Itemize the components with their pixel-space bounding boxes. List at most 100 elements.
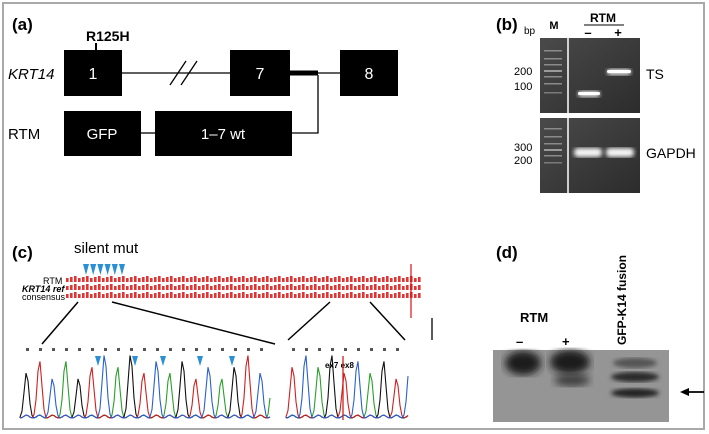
sequence-glyph (370, 285, 373, 290)
sequence-glyph (134, 276, 137, 282)
sequence-glyph (170, 284, 173, 290)
sequence-glyph (222, 286, 225, 290)
bp-label: bp (524, 26, 536, 37)
rtm-label: RTM (8, 126, 40, 143)
sequence-glyph (210, 286, 213, 290)
sequence-glyph (194, 292, 197, 298)
sequence-glyph (230, 284, 233, 290)
sequence-glyph (178, 277, 181, 282)
sequence-glyph (350, 292, 353, 298)
sequence-glyph (366, 286, 369, 290)
sequence-glyph (102, 286, 105, 290)
sequence-glyph (106, 285, 109, 290)
mut-marker-icon (197, 356, 203, 366)
sequence-glyph (334, 277, 337, 282)
mut-marker-icon (229, 356, 235, 366)
sequence-glyph (362, 284, 365, 290)
sequence-glyph (86, 284, 89, 290)
sequence-glyph (118, 293, 121, 298)
sequence-glyph (198, 286, 201, 290)
sequence-glyph (130, 277, 133, 282)
base-call-glyph (383, 348, 386, 351)
sequence-glyph (230, 292, 233, 298)
sequence-glyph (298, 293, 301, 298)
exon-8-box (340, 50, 398, 96)
base-call-glyph (156, 348, 159, 351)
sequence-glyph (406, 293, 409, 298)
sequence-glyph (318, 286, 321, 290)
sequence-glyph (166, 277, 169, 282)
sequence-glyph (310, 293, 313, 298)
ts-band-minus-core (578, 92, 600, 95)
sequence-glyph (238, 285, 241, 290)
base-call-glyph (143, 348, 146, 351)
figure-frame (2, 2, 705, 430)
chromatogram-trace (285, 355, 409, 419)
sequence-glyph (238, 293, 241, 298)
sequence-glyph (390, 286, 393, 290)
sequence-glyph (374, 276, 377, 282)
sequence-glyph (266, 276, 269, 282)
sequence-glyph (126, 286, 129, 290)
panel-c-label: (c) (12, 243, 33, 262)
sequence-glyph (142, 293, 145, 298)
gene-label: KRT14 (8, 66, 54, 83)
sequence-glyph (78, 294, 81, 298)
sequence-glyph (142, 277, 145, 282)
sequence-glyph (314, 292, 317, 298)
exon-8-label: 8 (365, 66, 374, 83)
sequence-glyph (358, 277, 361, 282)
sequence-glyph (406, 277, 409, 282)
sequence-glyph (102, 278, 105, 282)
junction-label: ex7 ex8 (325, 361, 354, 370)
sequence-glyph (330, 294, 333, 298)
sequence-glyph (146, 276, 149, 282)
sequence-glyph (138, 278, 141, 282)
sequence-glyph (382, 293, 385, 298)
sequence-glyph (150, 278, 153, 282)
base-call-glyph (234, 348, 237, 351)
sequence-glyph (234, 286, 237, 290)
sequence-glyph (366, 294, 369, 298)
sequence-glyph (178, 285, 181, 290)
marker-300-bottom: 300 (514, 142, 532, 154)
sequence-glyph (254, 292, 257, 298)
sequence-glyph (178, 293, 181, 298)
mut-marker-icon (104, 264, 111, 275)
sequence-glyph (174, 278, 177, 282)
zoom-line-1 (41, 301, 79, 345)
sequence-glyph (262, 277, 265, 282)
silent-mut-markers (83, 264, 125, 275)
chromatogram-left (19, 348, 271, 419)
sequence-glyph (394, 293, 397, 298)
base-call-glyph (26, 348, 29, 351)
sequence-glyph (206, 284, 209, 290)
panel-d-label: (d) (496, 243, 518, 262)
break-mark-2 (180, 60, 198, 86)
sequence-glyph (326, 284, 329, 290)
sequence-glyph (262, 293, 265, 298)
sequence-glyph (278, 276, 281, 282)
base-call-glyph (357, 348, 360, 351)
blot-band-minus (505, 351, 541, 375)
sequence-glyph (270, 286, 273, 290)
sequence-glyph (358, 293, 361, 298)
chromatogram-right (285, 348, 409, 419)
sequence-glyph (98, 276, 101, 282)
sequence-glyph (66, 278, 69, 282)
sequence-glyph (370, 277, 373, 282)
sequence-glyph (370, 293, 373, 298)
sequence-glyph (94, 285, 97, 290)
sequence-glyph (218, 292, 221, 298)
sequence-glyph (218, 284, 221, 290)
gapdh-label: GAPDH (646, 145, 696, 161)
mutation-label: R125H (86, 28, 130, 44)
zoom-line-2 (111, 301, 276, 345)
sequence-glyph (250, 285, 253, 290)
sequence-glyph (262, 285, 265, 290)
sequence-glyph (186, 278, 189, 282)
sequence-glyph (190, 293, 193, 298)
sequence-glyph (350, 276, 353, 282)
sequence-glyph (394, 285, 397, 290)
mut-marker-icon (83, 264, 89, 275)
